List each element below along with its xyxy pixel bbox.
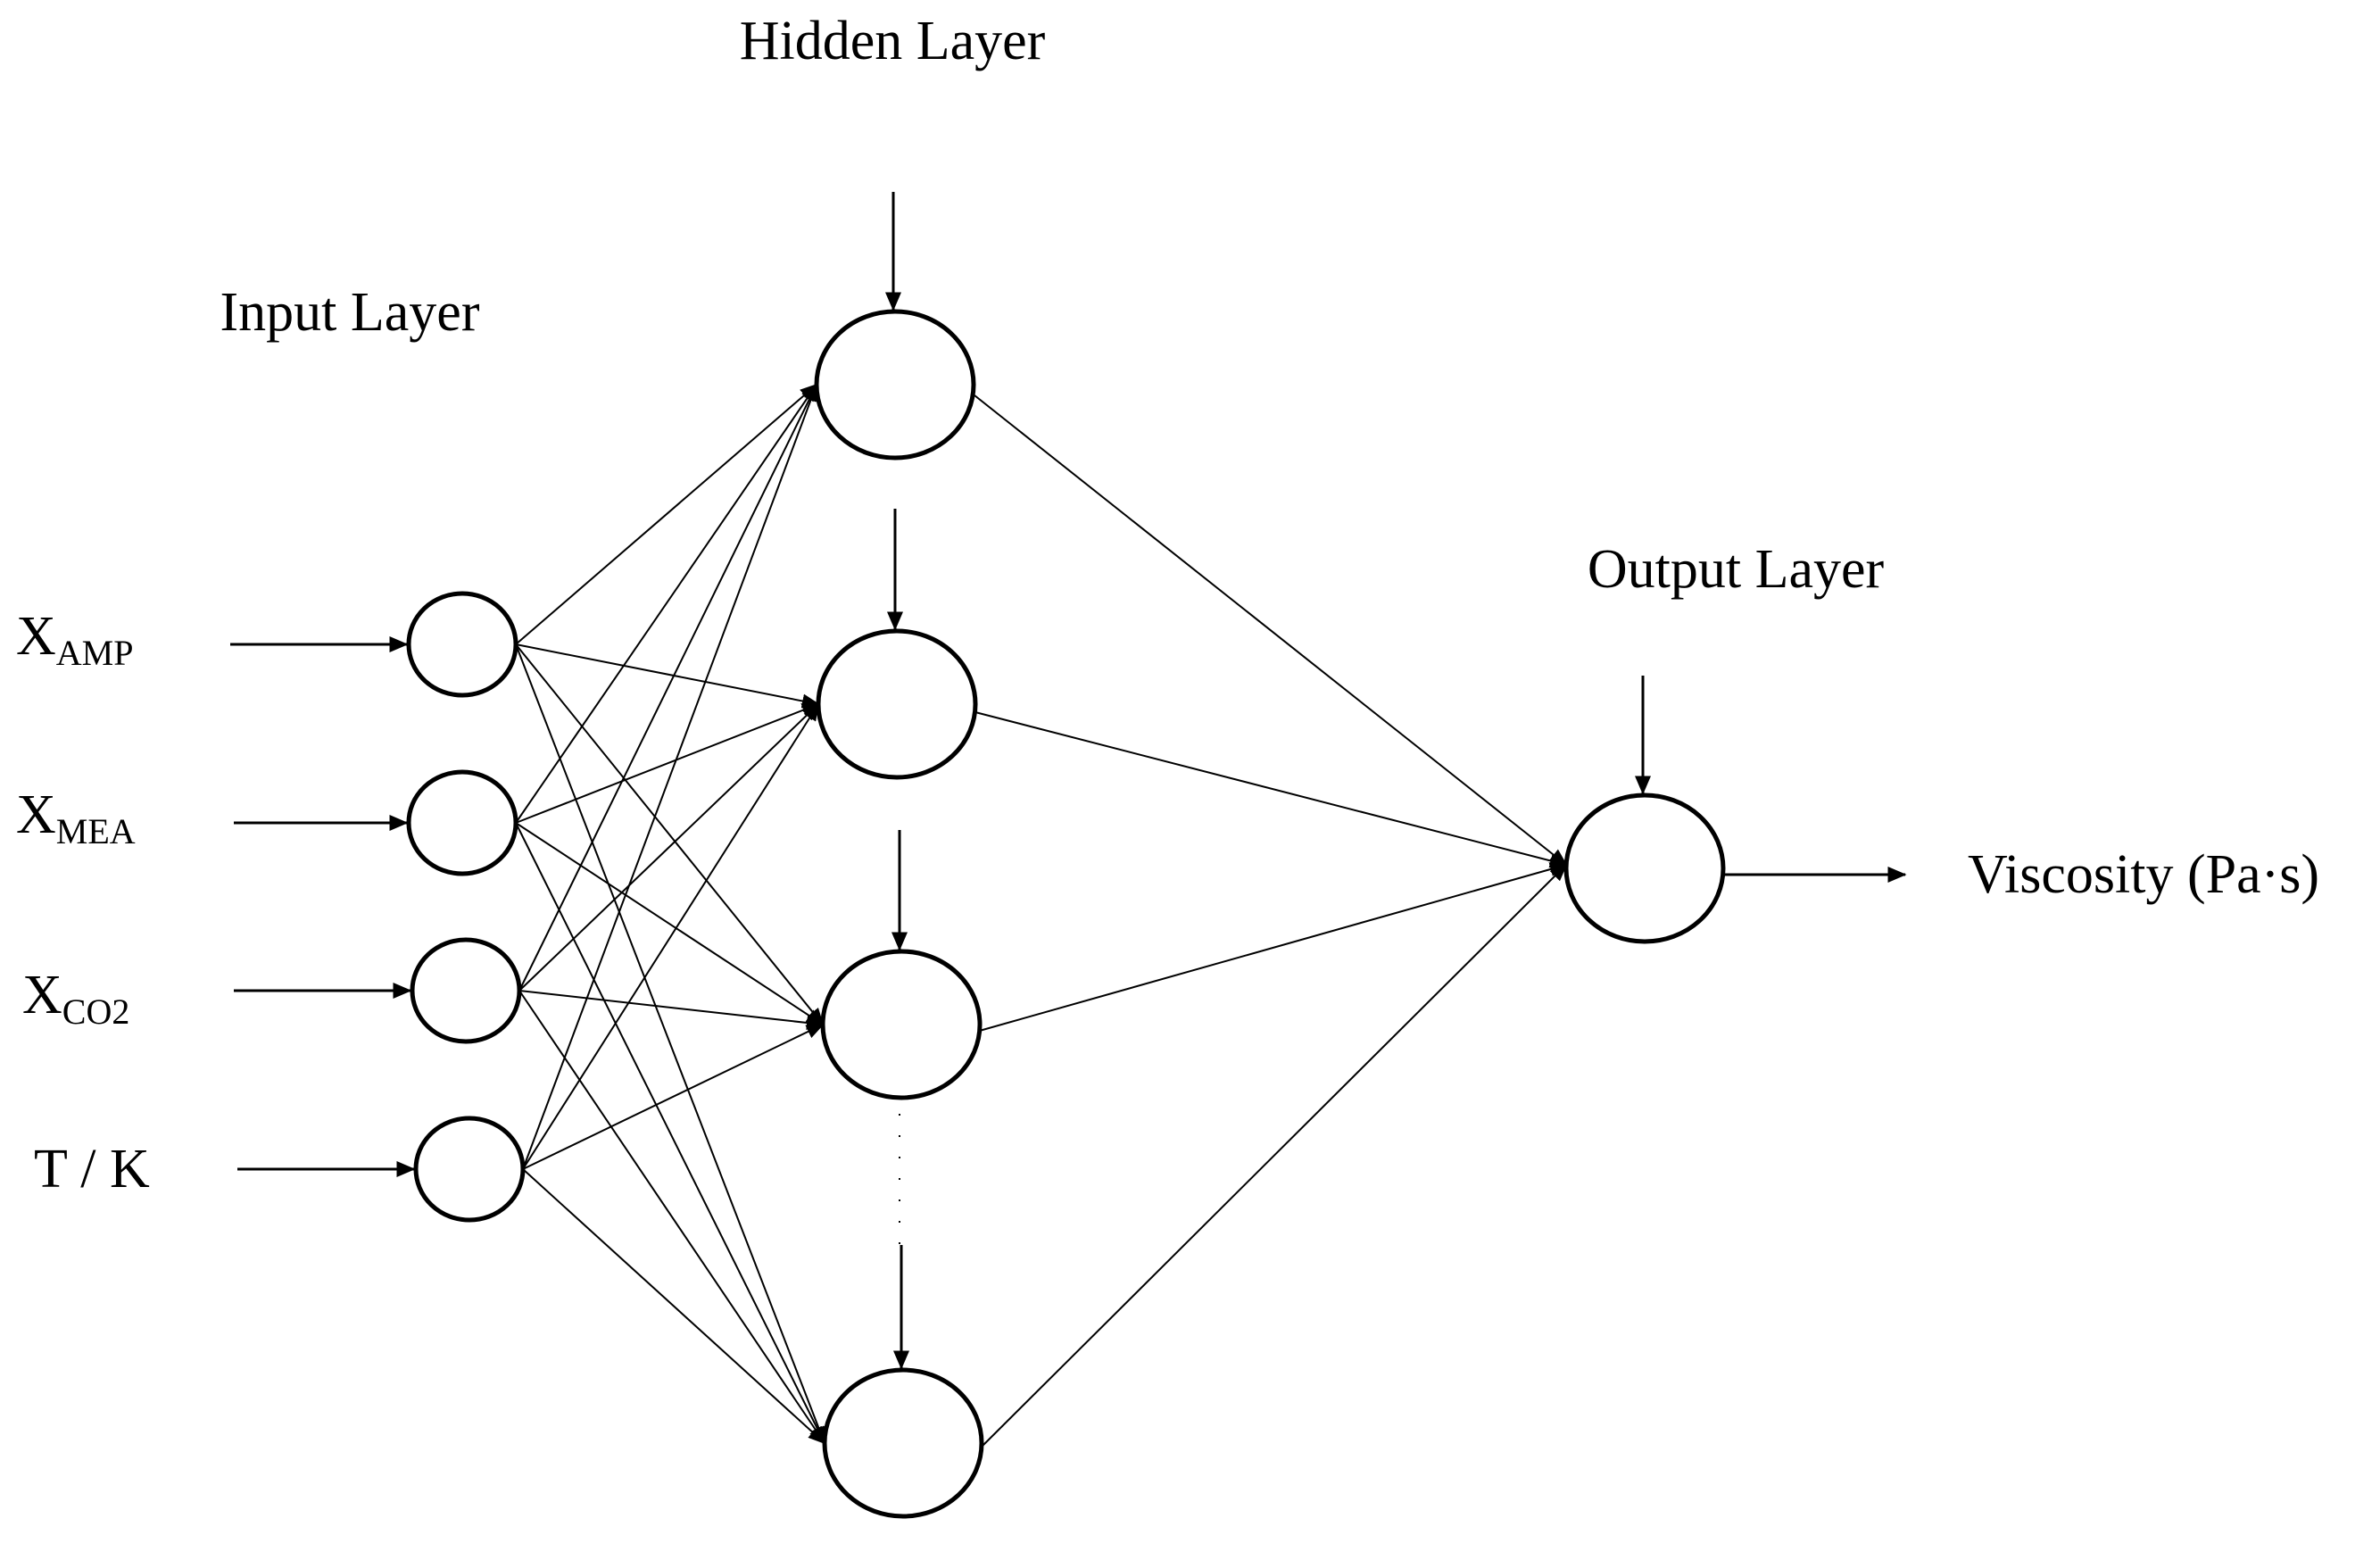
input-label-subscript: CO2: [62, 992, 130, 1032]
connection-input-3-hidden-4: [518, 990, 826, 1445]
output-node: [1563, 793, 1726, 944]
input-label-subscript: AMP: [56, 633, 134, 673]
connection-input-4-hidden-3: [522, 1024, 825, 1170]
hidden-node-4: [822, 1367, 984, 1519]
hidden-node-3: [820, 949, 983, 1100]
connection-input-1-hidden-1: [515, 383, 818, 645]
input-label-main: X: [16, 784, 56, 845]
input-node-2: [406, 769, 518, 876]
connection-hidden-2-output: [971, 710, 1568, 868]
connection-input-4-hidden-2: [522, 702, 820, 1170]
connection-input-4-hidden-4: [522, 1168, 826, 1445]
input-node-1: [406, 591, 518, 698]
input-label-main: X: [16, 606, 56, 667]
hidden-node-1: [814, 309, 976, 461]
connection-input-3-hidden-3: [518, 990, 825, 1030]
input-label-main: X: [22, 965, 62, 1025]
bias-arrows: [885, 192, 1651, 1370]
connection-input-3-hidden-2: [518, 702, 820, 992]
input-label-2: XMEA: [16, 784, 136, 851]
input-layer-title: Input Layer: [220, 282, 480, 343]
connection-input-1-hidden-2: [515, 643, 820, 709]
input-label-1: XAMP: [16, 606, 133, 673]
connection-hidden-1-output: [969, 391, 1568, 867]
input-label-main: T / K: [34, 1139, 150, 1199]
connection-input-2-hidden-3: [515, 822, 825, 1026]
input-label-3: XCO2: [22, 965, 129, 1032]
connection-input-2-hidden-1: [515, 383, 818, 824]
connections: [515, 383, 1568, 1451]
connection-input-1-hidden-4: [515, 643, 825, 1445]
output-layer-title: Output Layer: [1588, 539, 1885, 600]
input-node-3: [410, 937, 522, 1044]
connection-hidden-4-output: [977, 863, 1568, 1451]
connection-input-3-hidden-1: [518, 383, 817, 992]
hidden-node-2: [816, 628, 978, 780]
input-node-4: [413, 1116, 526, 1223]
connection-input-4-hidden-1: [522, 383, 818, 1170]
connection-hidden-3-output: [975, 862, 1568, 1033]
connection-input-2-hidden-2: [515, 703, 820, 824]
output-label: Viscosity (Pa·s): [1968, 844, 2319, 905]
hidden-layer-title: Hidden Layer: [740, 11, 1046, 71]
nodes: [406, 309, 1726, 1519]
input-label-4: T / K: [34, 1139, 150, 1199]
input-label-subscript: MEA: [56, 811, 136, 851]
connection-input-2-hidden-4: [515, 822, 825, 1445]
connection-input-1-hidden-3: [515, 643, 825, 1026]
